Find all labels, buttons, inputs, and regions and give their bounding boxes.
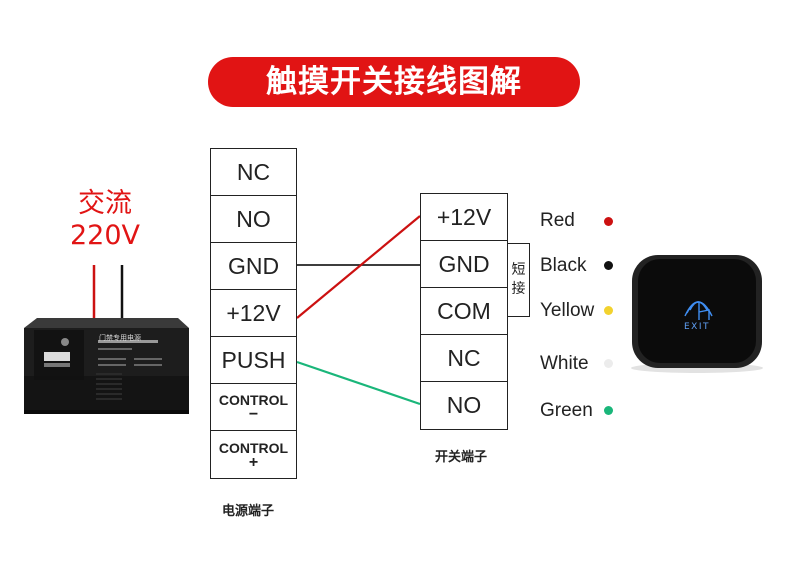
exit-button-text: EXIT bbox=[684, 322, 711, 332]
wire-dot-green bbox=[604, 406, 613, 415]
power-supply-label: 门禁专用电源 bbox=[99, 334, 141, 342]
switch-terminal-com: COM bbox=[421, 288, 507, 335]
switch-terminal-caption: 开关端子 bbox=[435, 450, 488, 465]
wire-dot-yellow bbox=[604, 306, 613, 315]
power-terminal-caption: 电源端子 bbox=[222, 504, 275, 519]
switch-terminal-nc: NC bbox=[421, 335, 507, 382]
wire-label-yellow: Yellow bbox=[540, 300, 595, 321]
power-terminal-no: NO bbox=[211, 196, 296, 243]
wire-dot-black bbox=[604, 261, 613, 270]
power-terminal-12v: +12V bbox=[211, 290, 296, 337]
wire-dot-red bbox=[604, 217, 613, 226]
power-terminal-gnd: GND bbox=[211, 243, 296, 290]
touch-fingerprint-icon bbox=[684, 301, 713, 320]
exit-touch-button bbox=[631, 255, 763, 373]
wire-label-white: White bbox=[540, 353, 589, 374]
power-terminal-control-minus: CONTROL − bbox=[211, 384, 296, 431]
diagram-title: 触摸开关接线图解 bbox=[208, 57, 580, 107]
wire-dot-white bbox=[604, 359, 613, 368]
ac-label-line2: 220V bbox=[69, 220, 140, 251]
wire-green-push bbox=[296, 360, 421, 406]
ac-power-label: 交流 220V bbox=[60, 188, 150, 252]
short-connection-bracket: 短 接 bbox=[508, 243, 530, 317]
switch-terminal-block: +12V GND COM NC NO bbox=[420, 193, 508, 430]
wire-label-black: Black bbox=[540, 255, 587, 276]
switch-terminal-gnd: GND bbox=[421, 241, 507, 288]
short-label-line2: 接 bbox=[511, 281, 526, 297]
switch-terminal-no: NO bbox=[446, 392, 482, 418]
control-minus-label: CONTROL bbox=[218, 392, 289, 408]
power-supply-unit bbox=[24, 318, 189, 414]
wire-label-green: Green bbox=[540, 400, 593, 421]
control-minus-sign: − bbox=[248, 406, 259, 423]
wire-red-12v bbox=[296, 215, 421, 319]
control-plus-label: CONTROL bbox=[218, 439, 289, 456]
short-label-line1: 短 bbox=[511, 262, 526, 278]
power-terminal-nc: NC bbox=[211, 149, 296, 196]
switch-terminal-12v: +12V bbox=[421, 194, 507, 241]
power-terminal-push: PUSH bbox=[211, 337, 296, 384]
control-plus-sign: + bbox=[248, 453, 259, 471]
ac-label-line1: 交流 bbox=[78, 188, 132, 219]
power-terminal-block: NC NO GND +12V PUSH CONTROL − CONTROL + bbox=[210, 148, 297, 479]
power-terminal-control-plus: CONTROL + bbox=[211, 431, 296, 478]
wire-label-red: Red bbox=[540, 210, 575, 231]
